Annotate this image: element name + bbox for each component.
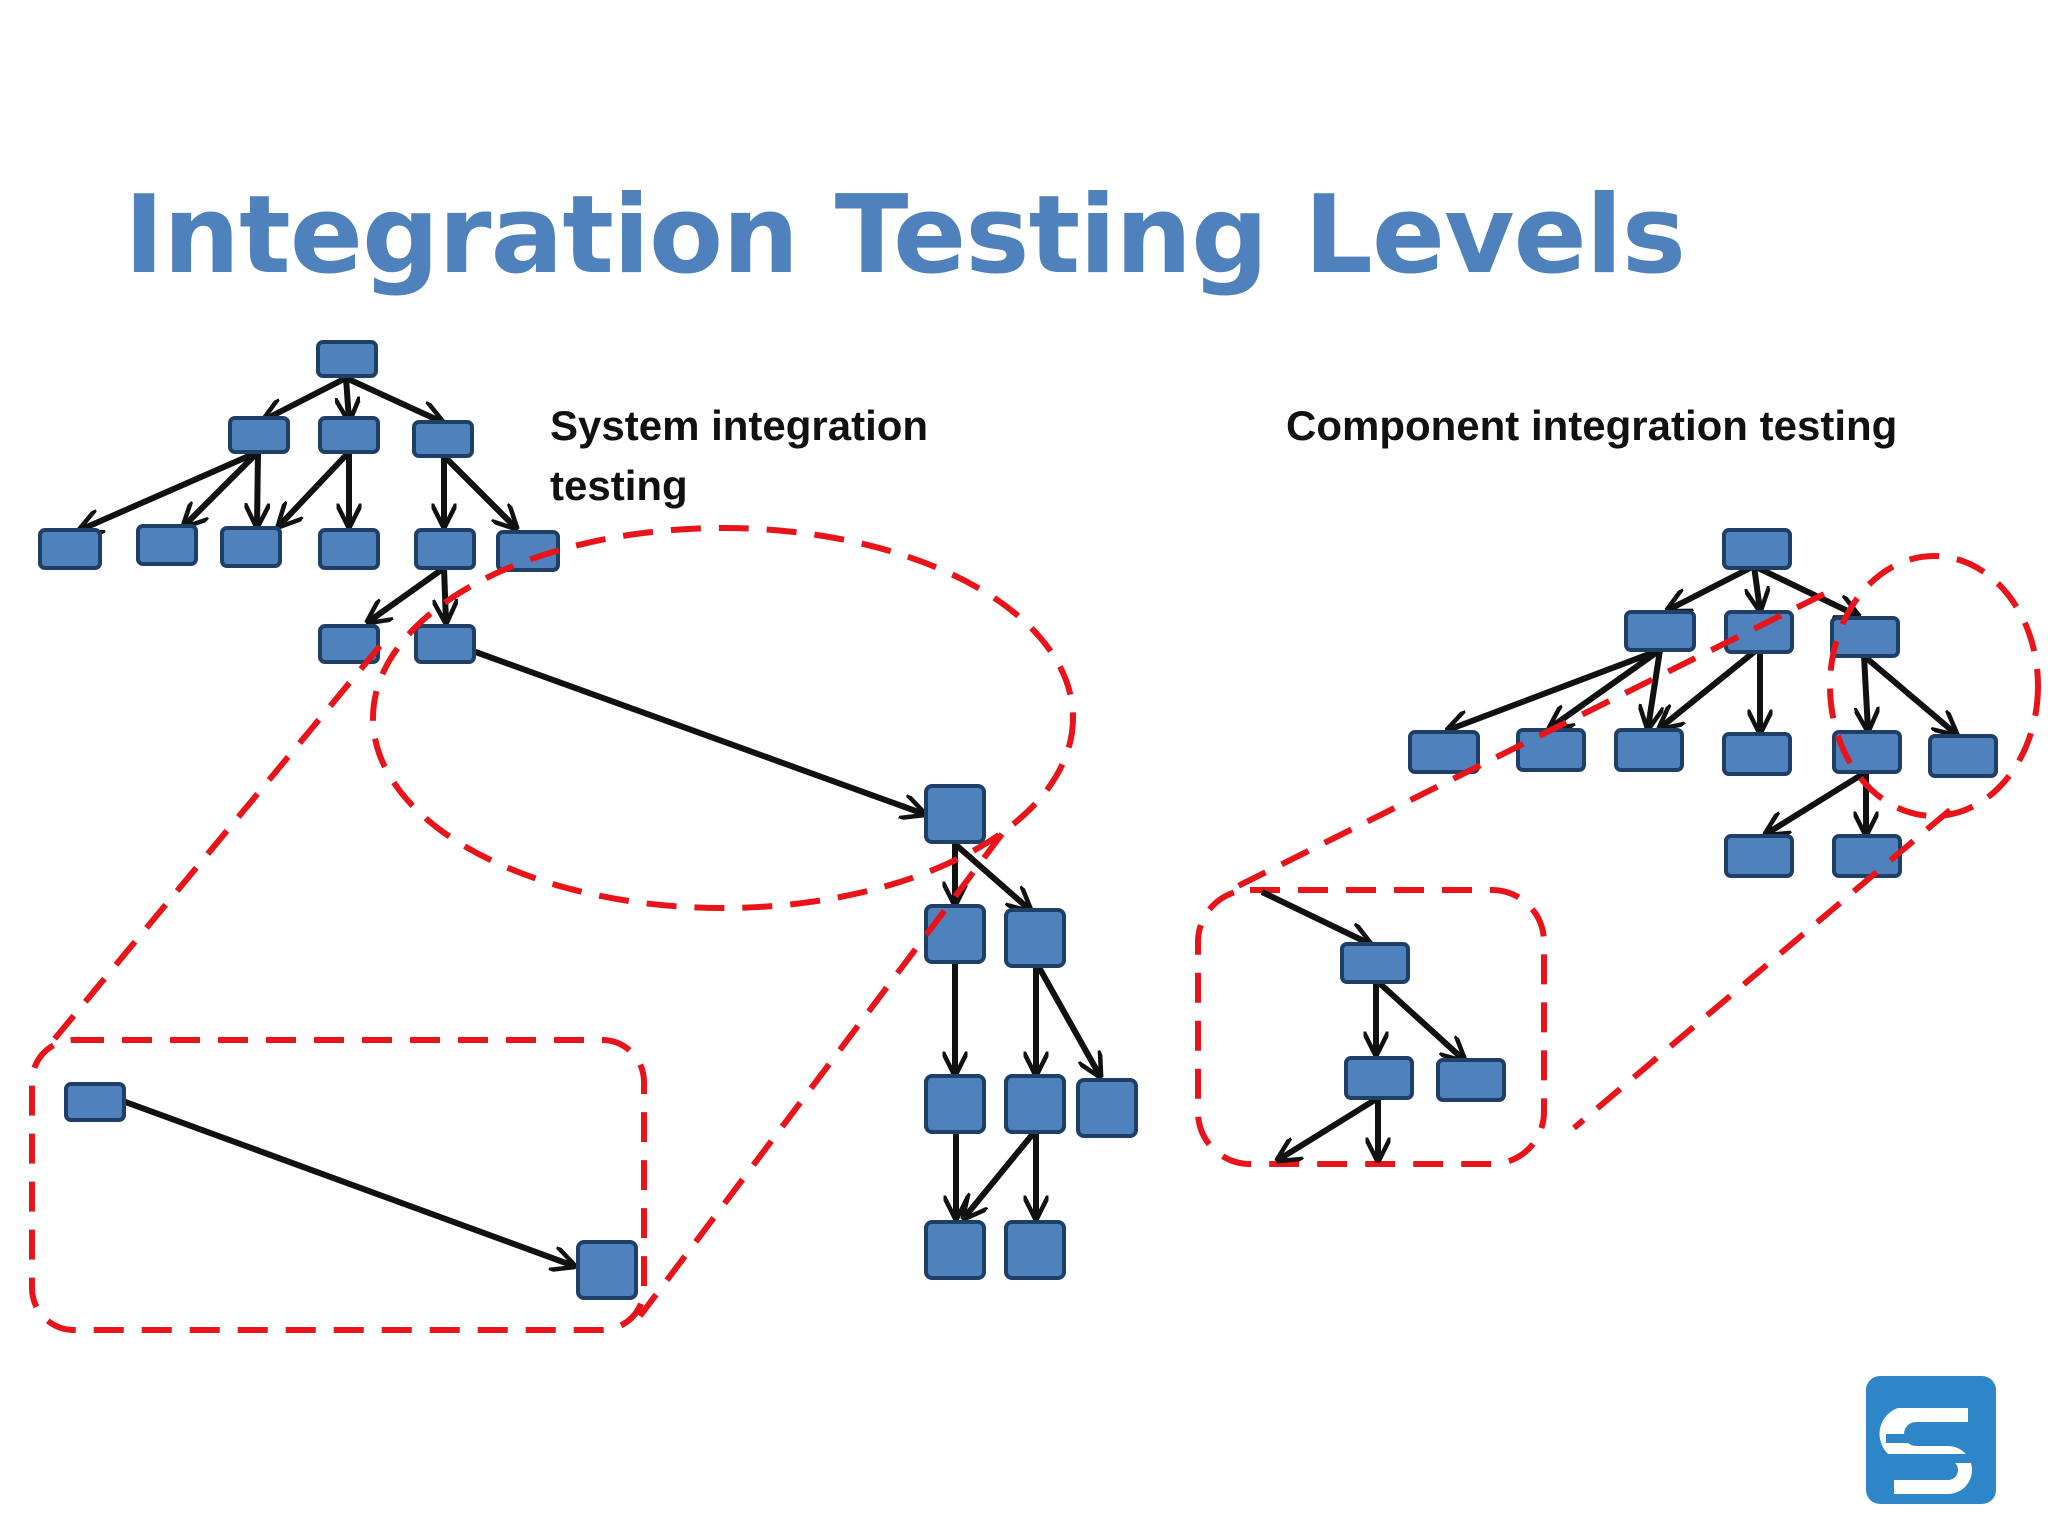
edge (368, 565, 446, 622)
tree-node (1340, 942, 1410, 984)
edge (346, 377, 349, 420)
system-root-node (316, 340, 378, 378)
edge (444, 567, 446, 622)
edge (1752, 563, 1858, 616)
edge (1864, 655, 1868, 730)
component-highlight (1195, 553, 2041, 1167)
zoom-guide-line (1228, 591, 1826, 893)
edge (1373, 977, 1464, 1060)
zoom-guide-line (637, 832, 1005, 1318)
edge (1766, 769, 1868, 834)
tree-node (924, 904, 986, 964)
tree-node (1928, 734, 1998, 778)
edge (1448, 647, 1662, 730)
edge (279, 449, 352, 526)
component-zoom-box (1195, 887, 1547, 1167)
edge (441, 453, 516, 528)
edge (1033, 960, 1100, 1076)
tree-node (1408, 730, 1480, 774)
tree-node (220, 526, 282, 568)
system-highlight (29, 525, 1076, 1333)
tree-node (1436, 1058, 1506, 1102)
page-title: Integration Testing Levels (124, 173, 1686, 298)
system-zoom-box (29, 1037, 647, 1333)
tree-node (1076, 1078, 1138, 1138)
zoom-guide-line (49, 644, 383, 1044)
zoom-guide-line (1572, 807, 1952, 1131)
edge (1260, 889, 1370, 944)
edge (468, 647, 924, 814)
edge (964, 1128, 1039, 1218)
tree-node (318, 416, 380, 454)
component-integration-label: Component integration testing (1286, 402, 1898, 449)
tree-node (414, 528, 476, 570)
tree-node (924, 1074, 986, 1134)
tree-node (1614, 728, 1684, 772)
zoom-target-node (576, 1240, 638, 1300)
component-tree-nodes (1408, 528, 1998, 878)
component-zoom-detail (1260, 889, 1506, 1160)
edge (1660, 649, 1756, 728)
tree-node (1004, 1074, 1066, 1134)
tree-node (318, 624, 380, 664)
tree-node (1722, 732, 1792, 776)
tree-node (1344, 1056, 1414, 1100)
edge (257, 451, 258, 526)
tree-node (412, 420, 474, 458)
system-highlight-ellipse (370, 525, 1076, 911)
edge (118, 1097, 574, 1266)
edge (264, 375, 348, 420)
tree-node (228, 416, 290, 454)
edge (1550, 647, 1662, 728)
tree-node (1830, 616, 1900, 658)
edge (953, 841, 1030, 910)
tree-node (1516, 728, 1586, 772)
tree-node (38, 528, 102, 570)
system-integration-label: System integration testing (550, 402, 929, 509)
edge (1862, 653, 1956, 734)
edge (184, 449, 261, 526)
system-tree-nodes (38, 340, 1138, 1280)
edge (1278, 1095, 1380, 1160)
component-highlight-ellipse (1827, 553, 2041, 819)
tree-node (1004, 1220, 1066, 1280)
edge (80, 449, 260, 530)
edge (344, 375, 442, 422)
component-tree-edges (1448, 563, 1956, 834)
tree-node (1832, 834, 1902, 878)
component-root-node (1722, 528, 1792, 570)
tree-node (1724, 834, 1794, 878)
system-tree-edges (80, 375, 1100, 1218)
company-logo-icon (1866, 1376, 1996, 1504)
tree-node (1004, 908, 1066, 968)
edge (1668, 563, 1756, 610)
zoom-source-node (64, 1082, 126, 1122)
edge (1754, 565, 1760, 610)
tree-node (318, 528, 380, 570)
edge (1648, 649, 1660, 728)
tree-node (924, 784, 986, 844)
tree-node (1724, 610, 1794, 654)
tree-node (924, 1220, 986, 1280)
system-zoom-detail (64, 1082, 638, 1300)
tree-node (136, 524, 198, 566)
tree-node (414, 624, 476, 664)
tree-node (1624, 610, 1696, 652)
